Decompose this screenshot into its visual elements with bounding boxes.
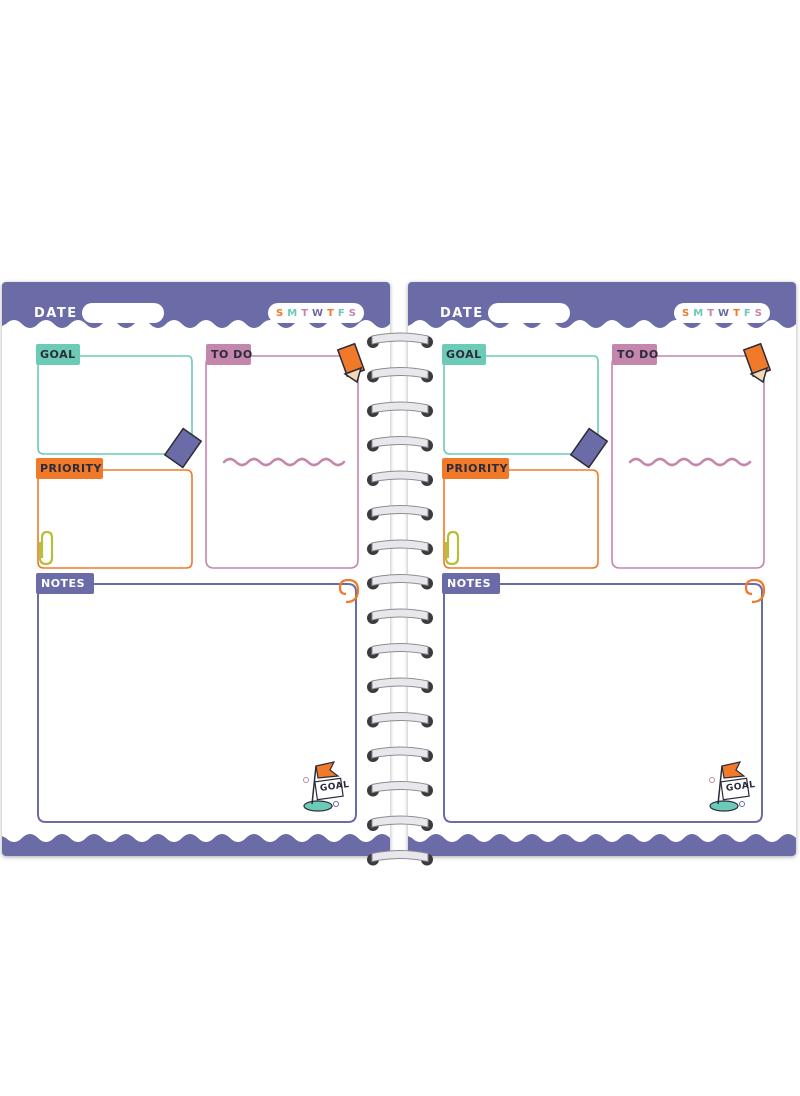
goal-tag bbox=[442, 344, 486, 365]
todo-label: TO DO bbox=[617, 348, 659, 361]
day-wednesday[interactable]: W bbox=[312, 307, 324, 319]
planner-page-left: DATE S M T W T F S GOAL TO DO PRIORITY N… bbox=[2, 282, 390, 856]
squiggle-line bbox=[222, 457, 346, 467]
day-tuesday[interactable]: T bbox=[707, 307, 715, 319]
weekday-selector[interactable]: S M T W T F S bbox=[268, 303, 364, 323]
priority-tag bbox=[36, 458, 103, 479]
page-artwork bbox=[2, 282, 390, 856]
todo-label: TO DO bbox=[211, 348, 253, 361]
day-wednesday[interactable]: W bbox=[718, 307, 730, 319]
todo-box bbox=[205, 355, 359, 569]
todo-box bbox=[611, 355, 765, 569]
notes-box bbox=[443, 583, 763, 823]
weekday-selector[interactable]: S M T W T F S bbox=[674, 303, 770, 323]
footer-band bbox=[2, 834, 390, 856]
pencil-icon bbox=[336, 342, 366, 384]
notes-tag bbox=[36, 573, 94, 594]
todo-tag bbox=[612, 344, 657, 365]
washi-tape-icon bbox=[163, 427, 203, 469]
date-label: DATE bbox=[440, 306, 484, 321]
day-friday[interactable]: F bbox=[337, 307, 345, 319]
date-field[interactable] bbox=[488, 303, 570, 323]
day-thursday[interactable]: T bbox=[733, 307, 740, 319]
date-label: DATE bbox=[34, 306, 78, 321]
day-sunday[interactable]: S bbox=[276, 307, 284, 319]
pencil-icon bbox=[742, 342, 772, 384]
goal-box bbox=[442, 355, 599, 455]
day-thursday[interactable]: T bbox=[327, 307, 334, 319]
goal-label: GOAL bbox=[446, 348, 482, 361]
day-tuesday[interactable]: T bbox=[301, 307, 309, 319]
notes-tag bbox=[442, 573, 500, 594]
day-sunday[interactable]: S bbox=[682, 307, 690, 319]
notes-label: NOTES bbox=[41, 577, 85, 590]
priority-label: PRIORITY bbox=[40, 462, 103, 475]
day-monday[interactable]: M bbox=[693, 307, 704, 319]
planner-page-right: DATE S M T W T F S GOAL TO DO PRIORITY N… bbox=[408, 282, 796, 856]
goal-flag-sticker-icon bbox=[303, 761, 344, 812]
goal-label: GOAL bbox=[40, 348, 76, 361]
priority-box bbox=[37, 469, 193, 569]
goal-tag bbox=[36, 344, 80, 365]
todo-tag bbox=[206, 344, 251, 365]
footer-band bbox=[408, 834, 796, 856]
priority-tag bbox=[442, 458, 509, 479]
priority-label: PRIORITY bbox=[446, 462, 509, 475]
goal-flag-sticker-icon bbox=[709, 761, 750, 812]
page-artwork bbox=[408, 282, 796, 856]
paperclip-icon bbox=[38, 530, 54, 566]
washi-tape-icon bbox=[569, 427, 609, 469]
spiral-doodle-icon bbox=[338, 578, 360, 604]
notes-label: NOTES bbox=[447, 577, 491, 590]
notes-box bbox=[37, 583, 357, 823]
spiral-doodle-icon bbox=[744, 578, 766, 604]
day-friday[interactable]: F bbox=[743, 307, 751, 319]
paperclip-icon bbox=[444, 530, 460, 566]
date-field[interactable] bbox=[82, 303, 164, 323]
squiggle-line bbox=[628, 457, 752, 467]
day-saturday[interactable]: S bbox=[348, 307, 356, 319]
goal-box bbox=[36, 355, 193, 455]
day-saturday[interactable]: S bbox=[754, 307, 762, 319]
priority-box bbox=[443, 469, 599, 569]
day-monday[interactable]: M bbox=[287, 307, 298, 319]
